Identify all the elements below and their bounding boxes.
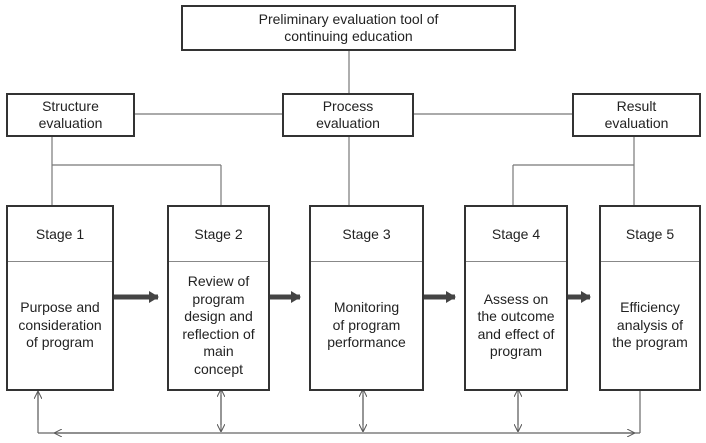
stage-1-box: Stage 1 Purpose and consideration of pro… <box>6 205 114 391</box>
structure-evaluation-box: Structure evaluation <box>6 93 135 137</box>
stage-1-text: Purpose and consideration of program <box>18 299 102 351</box>
stage-4-label: Stage 4 <box>466 207 566 262</box>
stage-5-box: Stage 5 Efficiency analysis of the progr… <box>599 205 701 391</box>
stage-1-label: Stage 1 <box>8 207 112 262</box>
stage-5-label: Stage 5 <box>601 207 699 262</box>
result-evaluation-box: Result evaluation <box>572 93 701 137</box>
stage-4-text: Assess on the outcome and effect of prog… <box>477 290 555 360</box>
structure-evaluation-label: Structure evaluation <box>38 97 103 132</box>
stage-4-box: Stage 4 Assess on the outcome and effect… <box>464 205 568 391</box>
title-box: Preliminary evaluation tool of continuin… <box>181 5 516 51</box>
stage-5-text: Efficiency analysis of the program <box>612 299 688 351</box>
stage-3-text: Monitoring of program performance <box>327 299 406 351</box>
process-evaluation-box: Process evaluation <box>282 93 414 137</box>
stage-2-text: Review of program design and reflection … <box>182 273 255 377</box>
result-evaluation-label: Result evaluation <box>604 97 669 132</box>
process-evaluation-label: Process evaluation <box>316 97 380 132</box>
stage-2-box: Stage 2 Review of program design and ref… <box>167 205 270 391</box>
stage-3-label: Stage 3 <box>311 207 422 262</box>
title-text: Preliminary evaluation tool of continuin… <box>258 10 439 45</box>
stage-3-box: Stage 3 Monitoring of program performanc… <box>309 205 424 391</box>
stage-2-label: Stage 2 <box>169 207 268 262</box>
